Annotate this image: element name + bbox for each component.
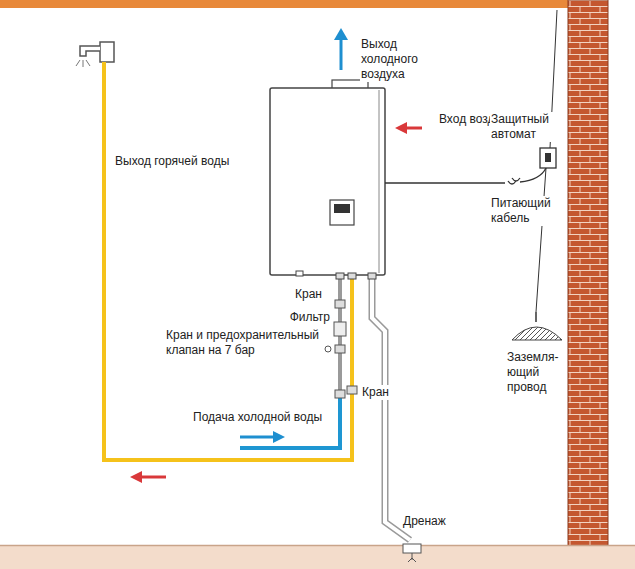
- part-label: Защитный автомат: [490, 112, 558, 142]
- part-label: Подача холодной воды: [192, 410, 323, 425]
- part-label: Кран: [294, 287, 323, 302]
- part-label: Выход холодного воздуха: [360, 37, 434, 82]
- part-label: Кран и предохранительный клапан на 7 бар: [165, 328, 323, 358]
- part-label: Кран: [361, 385, 390, 400]
- part-label: Фильтр: [289, 310, 331, 325]
- part-label: Питающий кабель: [490, 196, 558, 226]
- part-label: Дренаж: [402, 514, 447, 529]
- part-label: Заземля- ющий провод: [506, 350, 566, 395]
- part-label: Выход горячей воды: [114, 154, 230, 169]
